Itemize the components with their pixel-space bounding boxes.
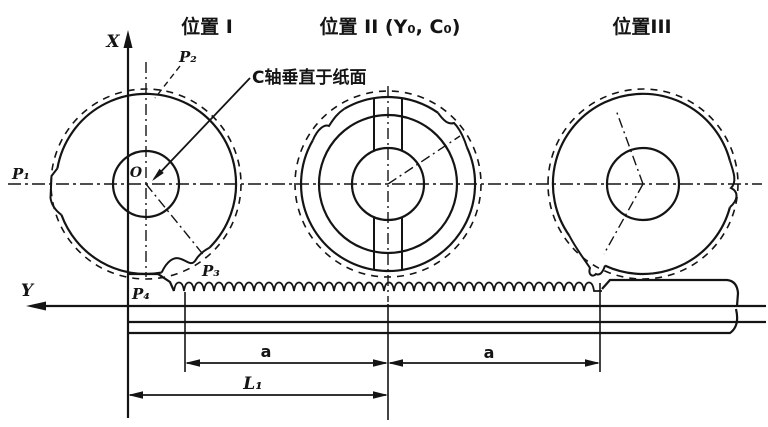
point-p3-label: P₃ [201,262,220,280]
position-2-title: 位置 II (Y₀, C₀) [320,15,461,38]
dimension-l1: L₁ [128,374,388,399]
dimension-a-left: a [185,342,388,367]
gear-position-3 [547,88,739,280]
gear3-tip-circle [547,88,739,280]
gear3-radial-lower [603,183,644,255]
gear3-outer-arc-a [604,207,731,276]
gear2-outer-arc-top [343,95,439,114]
position-1-title: 位置 I [181,15,233,38]
dim-arrow-icon [388,359,403,367]
point-p2-label: P₂ [178,48,197,66]
c-axis-annotation: C轴垂直于纸面 [252,67,366,88]
leader-arrow-icon [152,168,164,181]
dimension-a-right: a [388,343,600,367]
point-p4-label: P₄ [131,285,150,303]
shaft-collar [601,278,740,307]
gear-position-2 [294,86,482,302]
gear2-radial-line [387,135,461,185]
x-axis-arrow-icon [123,30,133,48]
gear3-outer-arc-b [551,92,731,237]
y-axis-label: Y [21,281,35,301]
point-p1-label: P₁ [11,165,30,183]
gear-position-1 [49,62,242,280]
dim-arrow-icon [585,359,600,367]
gear1-outer-arc-a [60,214,162,276]
dimension-l1-label: L₁ [242,374,262,394]
x-axis [123,30,133,418]
gear2-upper-left-notch [311,107,346,141]
y-axis [26,301,766,311]
position-3-title: 位置III [612,15,671,38]
dim-arrow-icon [128,391,143,399]
gear3-bore-circle [605,146,681,222]
dim-arrow-icon [373,391,388,399]
extension-lines [184,283,601,420]
dim-arrow-icon [185,359,200,367]
y-axis-arrow-icon [26,301,46,311]
origin-label: O [130,165,143,181]
gear3-lower-left-notch [568,235,606,277]
rack-teeth [173,281,602,292]
dimension-a-left-label: a [261,342,272,361]
c-axis-leader [152,77,251,181]
shaft-lines [128,308,766,335]
gear2-keyway-slot [373,98,403,270]
gear3-right-notch [728,160,738,209]
gear3-radial-upper [615,109,644,185]
gear2-upper-right-notch [437,112,468,148]
gear1-radial-to-p3 [145,183,207,259]
gear1-outer-arc-b [56,92,238,249]
gear2-outer-arc-main [299,139,477,272]
gear1-left-notch [49,167,62,216]
p2-leader-line [154,65,181,99]
x-axis-label: X [105,32,120,52]
dimension-a-right-label: a [484,343,495,362]
dim-arrow-icon [373,359,388,367]
